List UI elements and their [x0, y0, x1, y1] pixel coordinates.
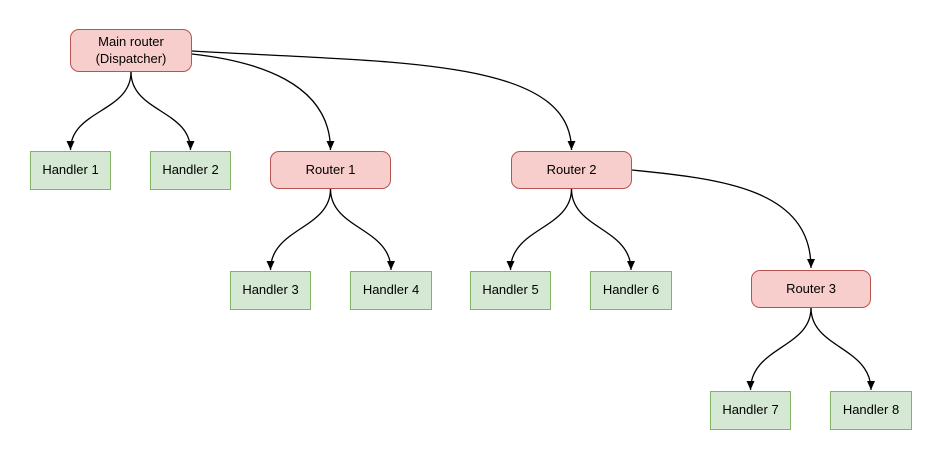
node-handler-2: Handler 2: [150, 151, 231, 190]
edge-main-router-to-router-1: [191, 53, 335, 151]
edge-router-2-to-handler-5: [506, 188, 573, 271]
node-handler-8: Handler 8: [830, 391, 912, 430]
node-handler-6: Handler 6: [590, 271, 672, 310]
node-router-3: Router 3: [751, 270, 871, 308]
node-handler-1-label: Handler 1: [42, 162, 99, 178]
node-router-1: Router 1: [270, 151, 391, 189]
node-router-2: Router 2: [511, 151, 632, 189]
node-router-1-label: Router 1: [305, 161, 356, 177]
node-handler-6-label: Handler 6: [602, 282, 660, 298]
edge-router-1-to-handler-3: [266, 188, 332, 271]
edge-router-3-to-handler-7: [746, 307, 812, 391]
edge-router-2-to-handler-6: [570, 188, 635, 271]
node-handler-3-label: Handler 3: [242, 282, 299, 298]
edge-main-router-to-router-2: [191, 50, 576, 151]
edge-main-router-to-handler-2: [130, 71, 195, 151]
node-handler-7-label: Handler 7: [722, 402, 779, 418]
node-handler-7: Handler 7: [710, 391, 791, 430]
node-handler-5-label: Handler 5: [482, 282, 539, 298]
node-handler-1: Handler 1: [30, 151, 111, 190]
edge-router-3-to-handler-8: [810, 307, 875, 391]
node-main-router: Main router (Dispatcher): [70, 29, 192, 72]
node-handler-5: Handler 5: [470, 271, 551, 310]
node-handler-3: Handler 3: [230, 271, 311, 310]
node-handler-2-label: Handler 2: [162, 162, 219, 178]
node-handler-8-label: Handler 8: [842, 402, 900, 418]
node-handler-4: Handler 4: [350, 271, 432, 310]
edge-main-router-to-handler-1: [66, 71, 132, 151]
node-router-3-label: Router 3: [786, 280, 836, 296]
node-handler-4-label: Handler 4: [362, 282, 420, 298]
node-main-router-label-line1: Main router: [98, 33, 164, 49]
edge-router-2-to-router-3: [631, 169, 815, 269]
node-router-2-label: Router 2: [546, 161, 597, 177]
edge-router-1-to-handler-4: [329, 188, 395, 271]
node-main-router-label: Main router (Dispatcher): [96, 34, 167, 68]
node-main-router-label-line2: (Dispatcher): [95, 50, 167, 66]
